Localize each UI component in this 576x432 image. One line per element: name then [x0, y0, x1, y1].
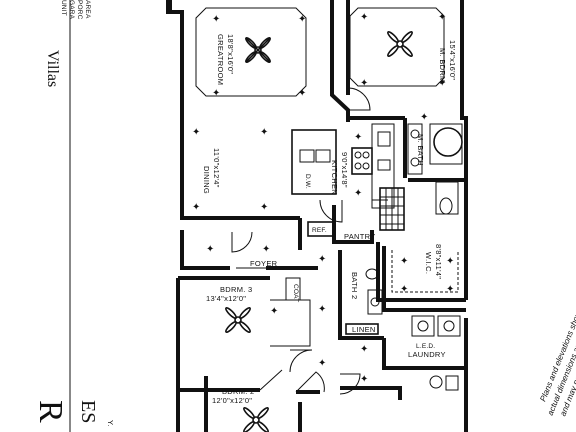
room-dims-kitchen: 9'0"x14'8" — [340, 152, 349, 188]
room-name-linen: LINEN — [352, 325, 376, 334]
room-dims-greatroom: 18'8"x16'0" — [226, 34, 235, 74]
room-dims-dining: 11'0"x12'4" — [212, 148, 221, 188]
info-line-garage: GARA — [68, 0, 75, 20]
room-dims-bdrm3: 13'4"x12'0" — [206, 294, 246, 303]
room-name-ref: REF. — [312, 227, 327, 234]
light-fixture-icon: ✦ — [360, 12, 368, 23]
light-fixture-icon: ✦ — [354, 188, 362, 199]
light-fixture-icon: ✦ — [318, 304, 326, 315]
light-fixture-icon: ✦ — [206, 244, 214, 255]
room-name-laundry: LAUNDRY — [408, 350, 446, 359]
light-fixture-icon: ✦ — [192, 127, 200, 138]
room-name-bath2: BATH 2 — [350, 272, 359, 300]
room-name-kitchen: KITCHEN — [330, 160, 339, 195]
room-name-bdrm2: BDRM. 2 — [222, 387, 255, 396]
ceiling-fan-icon — [243, 407, 269, 432]
light-fixture-icon: ✦ — [298, 14, 306, 25]
info-line-porch: PORC — [76, 0, 83, 20]
room-dims-master-bedroom: 15'4"x16'0" — [448, 40, 457, 80]
brand-letter: R — [32, 400, 69, 423]
light-fixture-icon: ✦ — [400, 256, 408, 267]
room-name-pantry: PANTRY — [344, 232, 376, 241]
room-name-coat: COAT — [292, 284, 299, 302]
room-dims-wic: 8'8"x11'4" — [434, 244, 443, 279]
light-fixture-icon: ✦ — [270, 306, 278, 317]
ceiling-fan-icon — [225, 307, 251, 333]
light-fixture-icon: ✦ — [446, 284, 454, 295]
laundry-note: L.E.D. — [416, 343, 435, 350]
room-name-master-bedroom: M. BDRM. — [438, 48, 447, 85]
light-fixture-icon: ✦ — [318, 254, 326, 265]
light-fixture-icon: ✦ — [262, 244, 270, 255]
light-fixture-icon: ✦ — [360, 344, 368, 355]
light-fixture-icon: ✦ — [446, 256, 454, 267]
light-fixture-icon: ✦ — [400, 284, 408, 295]
walls — [166, 0, 468, 432]
light-fixture-icon: ✦ — [192, 202, 200, 213]
ceiling-fan-icon — [387, 31, 413, 57]
brand-footer: Y. — [106, 420, 115, 427]
fixtures — [195, 7, 463, 395]
room-name-master-bath: M. BATH — [416, 134, 425, 166]
ceiling-fan-icon — [245, 37, 271, 63]
room-dims-bdrm2: 12'0"x12'0" — [212, 396, 252, 405]
light-fixture-icon: ✦ — [318, 358, 326, 369]
light-fixture-icon: ✦ — [212, 14, 220, 25]
light-fixture-icon: ✦ — [260, 202, 268, 213]
sidebar-title: Villas — [44, 50, 61, 87]
light-fixture-icon: ✦ — [354, 132, 362, 143]
room-name-foyer: FOYER — [250, 259, 278, 268]
light-fixture-icon: ✦ — [298, 88, 306, 99]
room-name-bdrm3: BDRM. 3 — [220, 285, 253, 294]
light-fixture-icons: ✦ ✦ ✦ ✦ ✦ ✦ ✦ ✦ ✦ ✦ ✦ ✦ ✦ ✦ ✦ ✦ ✦ ✦ ✦ ✦ … — [192, 12, 454, 385]
title-block: Villas UNIT GARA PORC AREA R ES Y. — [32, 0, 115, 432]
room-labels: GREATROOM 18'8"x16'0" M. BDRM. 15'4"x16'… — [202, 34, 457, 405]
light-fixture-icon: ✦ — [420, 112, 428, 123]
disclaimer: Plans and elevations shown are conceptua… — [538, 72, 576, 417]
room-name-greatroom: GREATROOM — [216, 34, 225, 85]
info-line-unit: UNIT — [60, 0, 67, 16]
dishwasher-label: D.W. — [304, 174, 311, 189]
light-fixture-icon: ✦ — [360, 78, 368, 89]
light-fixture-icon: ✦ — [260, 127, 268, 138]
light-fixture-icon: ✦ — [438, 78, 446, 89]
brand-tail: ES — [77, 400, 99, 423]
light-fixture-icon: ✦ — [212, 88, 220, 99]
light-fixture-icon: ✦ — [360, 374, 368, 385]
info-line-area: AREA — [84, 0, 91, 19]
room-name-wic: W.I.C. — [424, 252, 433, 274]
room-name-dining: DINING — [202, 166, 211, 194]
light-fixture-icon: ✦ — [438, 12, 446, 23]
